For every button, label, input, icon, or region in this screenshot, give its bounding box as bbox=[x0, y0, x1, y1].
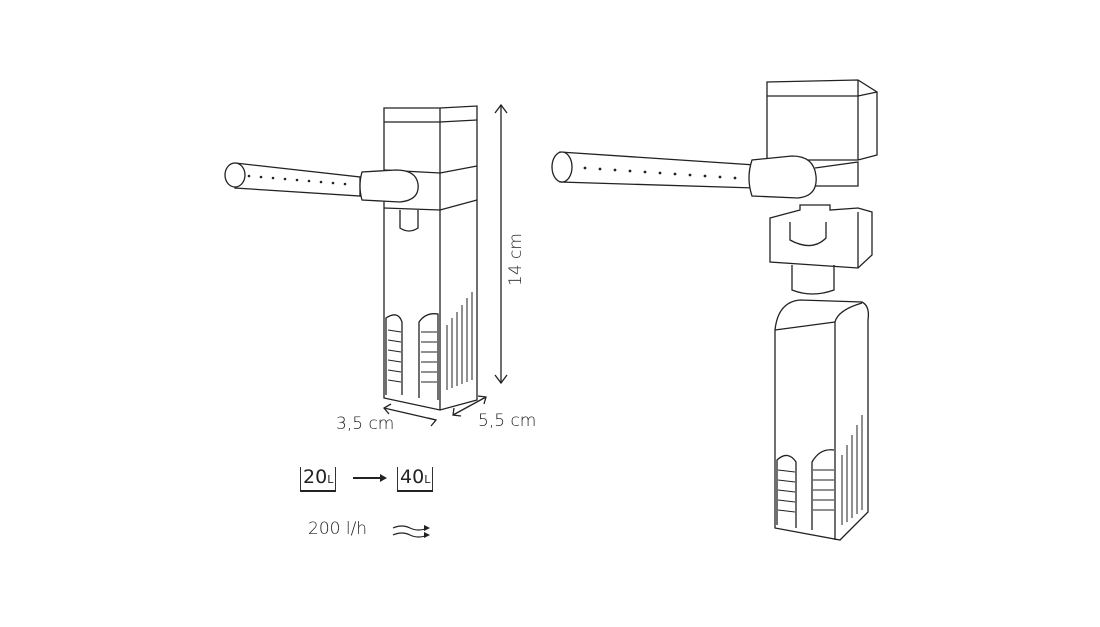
exploded-filter bbox=[551, 79, 878, 541]
height-label: 14 cm bbox=[506, 233, 526, 286]
capacity-arrow-icon bbox=[353, 474, 387, 482]
max-capacity-value: 40 bbox=[400, 466, 425, 488]
min-capacity-badge: 20L bbox=[300, 466, 337, 492]
height-arrow bbox=[494, 103, 508, 385]
assembled-filter bbox=[224, 105, 478, 411]
flow-rate-label: 200 l/h bbox=[308, 519, 368, 539]
capacity-unit: L bbox=[424, 473, 431, 486]
width-arrow bbox=[383, 403, 438, 427]
min-capacity-value: 20 bbox=[303, 466, 328, 488]
depth-arrow bbox=[452, 395, 487, 417]
depth-label: 5,5 cm bbox=[478, 411, 537, 431]
flow-icon bbox=[392, 525, 430, 538]
max-capacity-badge: 40L bbox=[397, 466, 434, 492]
width-label: 3,5 cm bbox=[336, 414, 395, 434]
capacity-unit: L bbox=[327, 473, 334, 486]
